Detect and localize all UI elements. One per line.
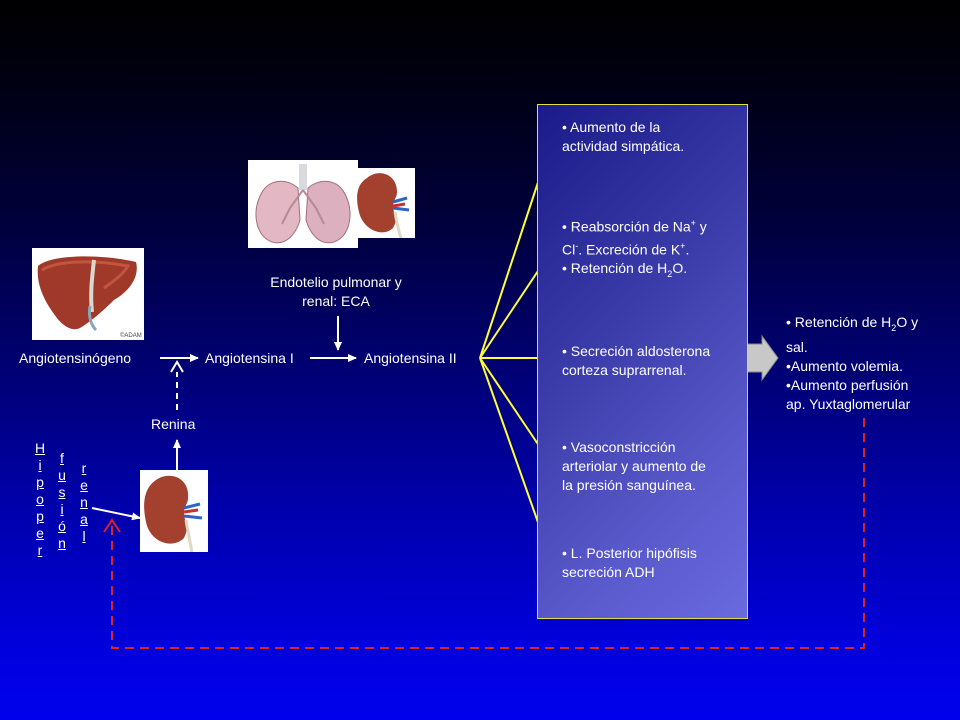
lungs-image [248, 160, 358, 248]
letter: a [80, 511, 88, 527]
letter: i [38, 457, 42, 473]
text: • Reabsorción de Na [562, 218, 691, 235]
letter: H [34, 440, 46, 456]
effect-4-line-2: arteriolar y aumento de [562, 458, 706, 474]
adam-mark: ©ADAM [120, 332, 142, 339]
letter: s [58, 484, 66, 500]
feedback-loop [111, 418, 865, 649]
result-line-4: •Aumento perfusión [786, 376, 909, 393]
letter: n [80, 494, 88, 510]
letter: o [36, 491, 44, 507]
kidney-image-top [353, 168, 415, 239]
effect-4-line-3: la presión sanguínea. [562, 477, 696, 493]
text: Cl [562, 241, 576, 258]
effect-2-line-1: • Reabsorción de Na+ y [562, 214, 707, 237]
node-angiotensin-1: Angiotensina I [205, 350, 294, 366]
text: O y [896, 314, 919, 330]
effect-2-line-3: • Retención de H2O. [562, 259, 707, 284]
effects-panel [537, 104, 748, 619]
letter: u [58, 467, 66, 483]
effect-1-line-2: actividad simpática. [562, 138, 685, 154]
subscript: 2 [667, 269, 673, 280]
effect-1: • Aumento de la actividad simpática. [562, 118, 684, 156]
block-arrow-to-result [746, 334, 779, 382]
superscript: - [575, 240, 579, 251]
result-text: • Retención de H2O y sal. •Aumento volem… [786, 313, 918, 414]
result-line-2: sal. [786, 338, 808, 355]
endothelium-line-1: Endotelio pulmonar y [270, 274, 402, 290]
letter: e [80, 477, 88, 493]
superscript: + [690, 218, 696, 228]
effect-4-line-1: • Vasoconstricción [562, 439, 676, 455]
result-line-5: ap. Yuxtaglomerular [786, 395, 911, 412]
kidney-image-bottom [140, 470, 208, 553]
node-renin: Renina [151, 416, 196, 432]
subscript: 2 [891, 322, 897, 333]
text: • Retención de H [562, 260, 668, 277]
effect-4: • Vasoconstricción arteriolar y aumento … [562, 438, 706, 495]
effect-3-line-2: corteza suprarrenal. [562, 362, 687, 378]
letter: ó [58, 518, 66, 534]
vertical-word-fusion: f u s i ó n [56, 450, 68, 552]
text: . Excreción de K [578, 241, 681, 258]
letter: i [60, 501, 64, 517]
effect-5-line-1: • L. Posterior hipófisis [562, 545, 697, 561]
result-line-1: • Retención de H2O y [786, 313, 918, 338]
renin-arrowhead [170, 360, 184, 373]
effect-3-line-1: • Secreción aldosterona [562, 343, 711, 359]
vertical-word-hyper: H i p o p e r [34, 440, 46, 559]
result-line-3: •Aumento volemia. [786, 357, 903, 374]
letter: p [36, 474, 44, 490]
feedback-arrowhead [103, 518, 121, 533]
effect-3: • Secreción aldosterona corteza suprarre… [562, 342, 710, 380]
effect-5-line-2: secreción ADH [562, 564, 655, 580]
liver-image: ©ADAM [32, 248, 144, 340]
effect-2: • Reabsorción de Na+ y Cl-. Excreción de… [562, 214, 707, 284]
effect-1-line-1: • Aumento de la [562, 119, 661, 135]
letter: f [60, 450, 64, 466]
node-endothelium: Endotelio pulmonar y renal: ECA [250, 273, 422, 311]
letter: e [36, 525, 44, 541]
text: . [685, 241, 690, 258]
vertical-word-renal: r e n a l [78, 460, 90, 545]
letter: r [81, 460, 87, 476]
text: O. [672, 260, 688, 277]
text: • Retención de H [786, 314, 892, 330]
letter: n [58, 535, 66, 551]
node-angiotensinogen: Angiotensinógeno [19, 350, 132, 366]
text: y [695, 218, 707, 235]
letter: p [36, 508, 44, 524]
letter: l [82, 528, 86, 544]
superscript: + [680, 240, 686, 251]
arrow-hypoperfusion-to-kidney [91, 507, 141, 521]
effect-2-line-2: Cl-. Excreción de K+. [562, 237, 707, 260]
effect-5: • L. Posterior hipófisis secreción ADH [562, 544, 697, 582]
endothelium-line-2: renal: ECA [302, 293, 370, 309]
letter: r [37, 542, 43, 558]
node-angiotensin-2: Angiotensina II [364, 350, 457, 366]
